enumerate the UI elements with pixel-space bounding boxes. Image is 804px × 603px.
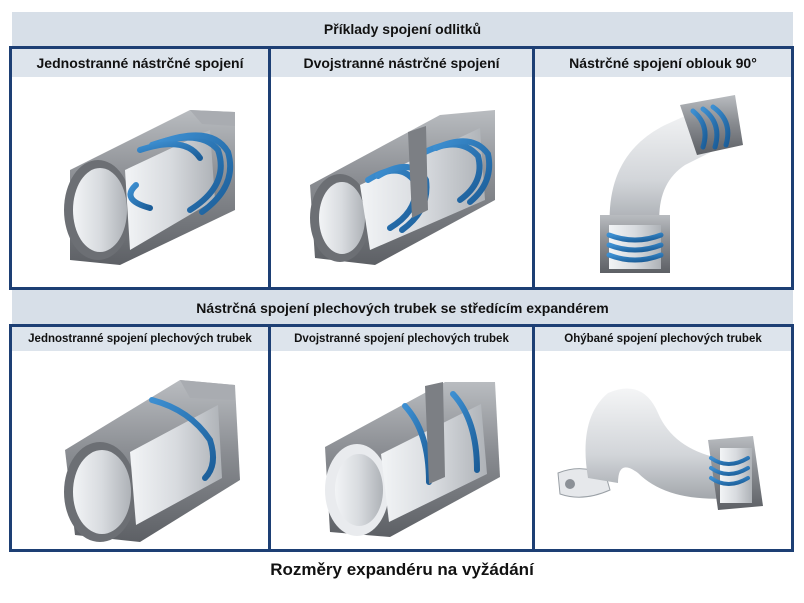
grid-rule [791,46,794,290]
grid-rule [268,46,271,290]
grid-rule [9,46,793,49]
two-sided-socket-joint-drawing [290,90,510,270]
grid-rule [9,324,793,327]
cell-caption: Jednostranné nástrčné spojení [12,49,268,77]
grid-rule [532,46,535,290]
one-sided-sheet-pipe-joint-drawing [40,360,255,545]
one-sided-socket-joint-drawing [40,90,250,270]
section-title-sheet-pipes: Nástrčná spojení plechových trubek se st… [12,290,793,326]
two-sided-sheet-pipe-joint-drawing [305,362,520,542]
grid-rule [9,46,12,290]
bent-sheet-pipe-joint-drawing [548,378,778,528]
cell-caption: Dvojstranné nástrčné spojení [271,49,532,77]
expander-dimensions-note: Rozměry expandéru na vyžádání [270,560,534,579]
cell-caption: Jednostranné spojení plechových trubek [12,327,268,351]
grid-rule [9,287,793,290]
section-title-castings: Příklady spojení odlitků [12,12,793,46]
grid-rule [9,549,793,552]
grid-rule [791,324,794,552]
grid-rule [268,324,271,552]
cell-caption: Dvojstranné spojení plechových trubek [271,327,532,351]
grid-rule [532,324,535,552]
cell-caption: Ohýbané spojení plechových trubek [535,327,791,351]
grid-rule [9,324,12,552]
cell-caption: Nástrčné spojení oblouk 90° [535,49,791,77]
bend-90-socket-joint-drawing [585,85,755,280]
